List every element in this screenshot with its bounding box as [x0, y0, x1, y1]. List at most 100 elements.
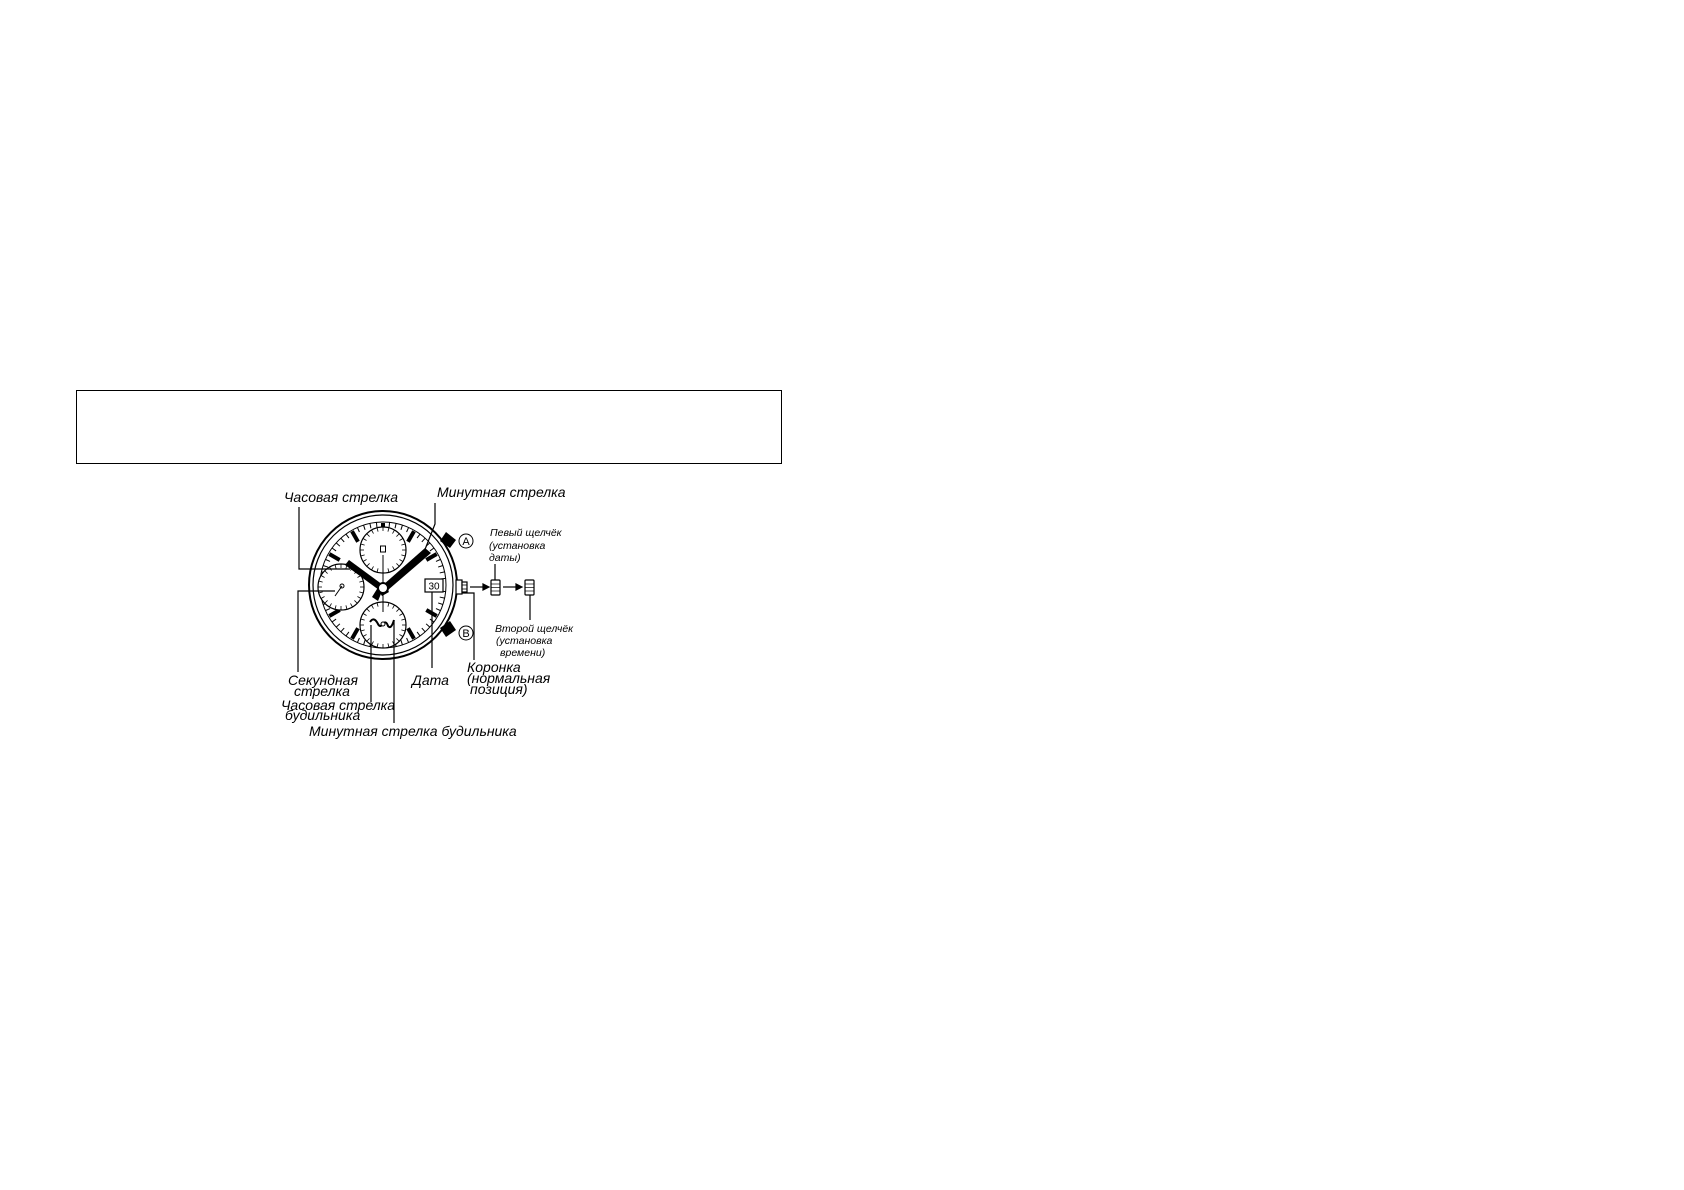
tick-mark — [400, 524, 403, 530]
tick-mark — [335, 542, 341, 547]
tick-mark — [345, 605, 348, 610]
left-subdial-seconds — [317, 563, 365, 611]
pusher-a — [440, 532, 456, 548]
tick-mark — [401, 618, 406, 621]
tick-mark — [366, 563, 370, 567]
tick-mark — [362, 538, 367, 541]
tick-mark — [320, 596, 325, 599]
tick-mark — [396, 608, 400, 612]
crown-first-click — [490, 579, 501, 596]
tick-mark — [360, 618, 365, 621]
label-minute-hand: Минутная стрелка — [437, 484, 566, 500]
tick-mark — [366, 533, 370, 537]
tick-mark — [435, 608, 441, 612]
tick-mark — [392, 529, 395, 534]
label-first-click-line1: Певый щелчёк — [490, 527, 563, 539]
top-subdial — [359, 526, 407, 574]
crown — [455, 579, 468, 595]
tick-mark — [360, 543, 365, 546]
label-first-click-line3: даты) — [489, 552, 521, 564]
tick-mark — [387, 568, 390, 573]
tick-mark — [356, 527, 360, 533]
hour-marker — [406, 530, 416, 543]
tick-mark — [439, 596, 445, 599]
tick-mark — [335, 623, 341, 628]
tick-mark — [371, 529, 374, 534]
tick-mark — [318, 580, 323, 583]
tick-mark — [362, 613, 367, 616]
date-window: 30 — [424, 578, 444, 593]
tick-mark — [320, 575, 325, 578]
label-second-hand-line1: Секундная — [288, 672, 358, 688]
tick-mark — [360, 554, 365, 557]
hour-marker — [350, 627, 360, 640]
tick-mark — [324, 570, 328, 574]
center-pin — [377, 555, 389, 612]
tick-mark — [325, 558, 331, 562]
tick-mark — [399, 613, 404, 616]
tick-mark — [345, 533, 350, 539]
tick-mark — [392, 604, 395, 609]
tick-mark — [399, 559, 404, 562]
tick-mark — [401, 629, 406, 632]
crown-position-arrows — [470, 583, 524, 591]
tick-mark — [406, 637, 410, 643]
pusher-b — [440, 621, 456, 637]
tick-mark — [363, 640, 366, 646]
label-alarm-hour-hand-line1: Часовая стрелка — [281, 697, 395, 713]
leader-lines — [297, 503, 531, 723]
hour-marker — [328, 552, 341, 562]
hour-marker — [406, 627, 416, 640]
tick-mark — [396, 563, 400, 567]
tick-mark — [376, 568, 379, 573]
tick-mark — [371, 641, 374, 646]
tick-mark — [439, 571, 445, 574]
tick-mark — [388, 522, 391, 528]
tick-mark — [360, 629, 365, 632]
tick-mark — [421, 627, 426, 633]
tick-mark — [406, 527, 410, 533]
tick-mark — [362, 559, 367, 562]
tick-mark — [366, 638, 370, 642]
tick-mark — [334, 605, 337, 610]
tick-mark — [363, 524, 366, 530]
tick-mark — [354, 600, 358, 604]
tick-mark — [359, 580, 364, 583]
tick-mark — [396, 638, 400, 642]
button-b-letter: B — [462, 628, 469, 640]
date-window-value: 30 — [428, 582, 440, 593]
tick-mark — [387, 527, 390, 532]
tick-mark — [429, 547, 435, 552]
tick-mark — [387, 602, 390, 607]
tick-mark — [392, 566, 395, 571]
tick-mark — [399, 634, 404, 637]
label-alarm-hour-hand-line2: будильника — [285, 707, 360, 723]
tick-mark — [329, 603, 332, 608]
tick-mark — [371, 604, 374, 609]
hour-marker — [350, 530, 360, 543]
tick-mark — [369, 523, 372, 529]
tick-mark — [438, 602, 444, 605]
tick-mark — [371, 566, 374, 571]
tick-mark — [356, 637, 360, 643]
label-crown-line2: (нормальная — [467, 670, 551, 686]
tick-mark — [366, 608, 370, 612]
button-a-label: A — [458, 533, 474, 549]
tick-mark — [331, 618, 337, 623]
tick-mark — [394, 523, 397, 529]
tick-mark — [357, 596, 362, 599]
hour-marker — [328, 608, 341, 618]
crown-second-click — [524, 579, 535, 596]
tick-mark — [334, 564, 337, 569]
tick-mark — [345, 631, 350, 637]
tick-mark — [362, 634, 367, 637]
tick-mark — [331, 547, 337, 552]
label-first-click-line2: (установка — [489, 540, 546, 552]
label-second-click-line1: Второй щелчёк — [495, 623, 574, 635]
tick-mark — [376, 643, 379, 648]
tick-mark — [421, 537, 426, 543]
tick-mark — [396, 533, 400, 537]
tick-mark — [416, 533, 421, 539]
label-alarm-minute-hand: Минутная стрелка будильника — [309, 723, 517, 739]
